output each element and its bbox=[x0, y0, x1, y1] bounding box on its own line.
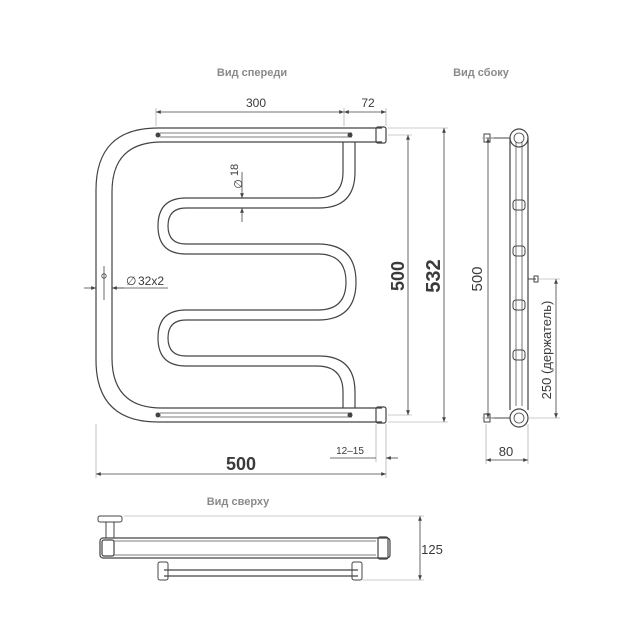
dim-300-label: 300 bbox=[246, 96, 266, 110]
side-view-title: Вид сбоку bbox=[453, 67, 510, 79]
top-view-title: Вид сверху bbox=[207, 496, 270, 508]
top-pipe bbox=[97, 515, 391, 581]
dim-80-label: 80 bbox=[499, 444, 513, 459]
dim-500-width-label: 500 bbox=[226, 454, 256, 474]
dim-532-label: 532 bbox=[423, 259, 445, 292]
dim-side-height: 500 bbox=[469, 137, 494, 419]
serpentine-pipe bbox=[157, 142, 357, 408]
side-view: Вид сбоку 500 bbox=[453, 67, 560, 464]
top-view: Вид сверху 125 bbox=[97, 496, 443, 581]
dim-18-label: 18 bbox=[229, 164, 241, 176]
frame-pipe bbox=[95, 126, 387, 424]
dim-width-total: 500 bbox=[95, 424, 387, 478]
side-pipe bbox=[483, 128, 539, 428]
dim-height-inner: 500 bbox=[388, 134, 412, 416]
dim-32x2-symbol: ∅ bbox=[126, 274, 136, 288]
dim-side-500-label: 500 bbox=[469, 266, 486, 291]
dim-gap: 12–15 bbox=[330, 424, 398, 462]
dim-top-depth: 125 bbox=[124, 515, 443, 581]
dim-holder: 250 (держатель) bbox=[528, 278, 560, 419]
dim-pipe-small: ∅ 18 bbox=[229, 164, 245, 222]
front-view: Вид спереди bbox=[84, 67, 448, 478]
dim-18-symbol: ∅ bbox=[233, 179, 245, 189]
dim-125-label: 125 bbox=[421, 542, 443, 557]
dim-side-depth: 80 bbox=[485, 424, 529, 464]
dim-holder-label: 250 (держатель) bbox=[539, 301, 554, 400]
dim-32x2-label: 32х2 bbox=[138, 274, 164, 288]
dim-72-label: 72 bbox=[361, 96, 375, 110]
dim-top: 300 72 bbox=[155, 96, 387, 126]
front-view-title: Вид спереди bbox=[217, 67, 287, 79]
dim-pipe-large: ∅ 32х2 bbox=[84, 266, 168, 300]
dim-gap-label: 12–15 bbox=[336, 446, 364, 457]
dim-500-inner-label: 500 bbox=[388, 261, 408, 291]
dim-height-total: 532 bbox=[388, 127, 448, 423]
